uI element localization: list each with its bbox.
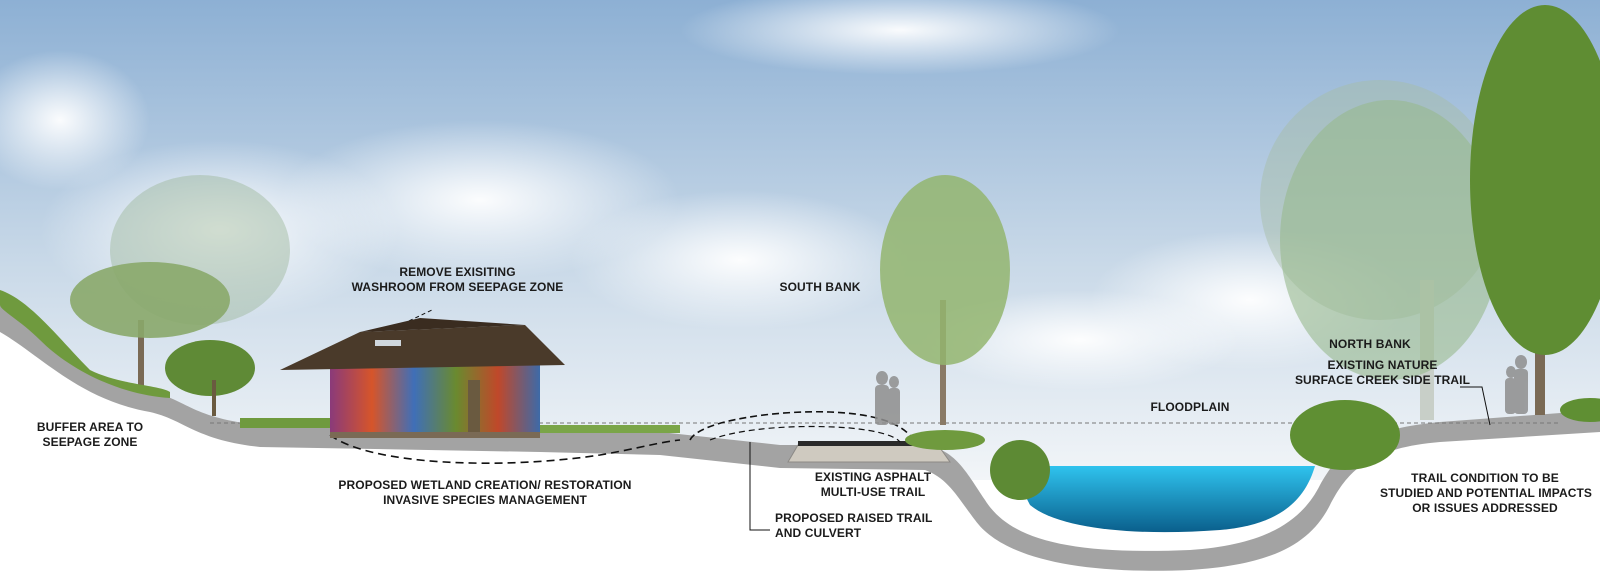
label-south-bank: SOUTH BANK bbox=[770, 280, 870, 295]
asphalt-trail-surface bbox=[798, 441, 938, 446]
wetland-dashed-outline bbox=[329, 434, 681, 464]
people-north-bank bbox=[1505, 355, 1528, 414]
remove-washroom-line1: REMOVE EXISITING bbox=[399, 265, 516, 279]
label-trail-condition: TRAIL CONDITION TO BE STUDIED AND POTENT… bbox=[1380, 471, 1593, 516]
label-raised-trail: PROPOSED RAISED TRAIL AND CULVERT bbox=[775, 511, 945, 541]
raised-trail-dashed-inner bbox=[709, 425, 901, 443]
label-north-bank: NORTH BANK bbox=[1320, 337, 1420, 352]
asphalt-trail-line2: MULTI-USE TRAIL bbox=[820, 485, 926, 499]
raised-trail-line2: AND CULVERT bbox=[775, 526, 862, 540]
floodplain-text: FLOODPLAIN bbox=[1150, 400, 1230, 414]
trail-condition-line3: OR ISSUES ADDRESSED bbox=[1412, 501, 1558, 515]
buffer-area-line1: BUFFER AREA TO bbox=[36, 420, 144, 434]
south-bank-text: SOUTH BANK bbox=[779, 280, 861, 294]
label-existing-nature-trail: EXISTING NATURE SURFACE CREEK SIDE TRAIL bbox=[1290, 358, 1475, 388]
label-wetland: PROPOSED WETLAND CREATION/ RESTORATION I… bbox=[335, 478, 635, 508]
nature-trail-line2: SURFACE CREEK SIDE TRAIL bbox=[1294, 373, 1471, 387]
raised-trail-leader bbox=[749, 442, 770, 531]
trail-condition-line1: TRAIL CONDITION TO BE bbox=[1411, 471, 1559, 485]
wetland-line2: INVASIVE SPECIES MANAGEMENT bbox=[383, 493, 587, 507]
tree-north-bank-hazy bbox=[1280, 100, 1500, 420]
washroom-building bbox=[280, 318, 565, 438]
nature-trail-line1: EXISTING NATURE bbox=[1327, 358, 1438, 372]
asphalt-trail-line1: EXISTING ASPHALT bbox=[814, 470, 932, 484]
label-floodplain: FLOODPLAIN bbox=[1140, 400, 1240, 415]
nature-trail-leader bbox=[1460, 386, 1491, 426]
tree-left bbox=[70, 262, 255, 416]
buffer-area-line2: SEEPAGE ZONE bbox=[42, 435, 138, 449]
raised-trail-dashed-arch bbox=[689, 410, 916, 443]
tree-right-edge bbox=[1470, 5, 1600, 415]
remove-washroom-line2: WASHROOM FROM SEEPAGE ZONE bbox=[351, 280, 564, 294]
ground-fill-white bbox=[0, 332, 1600, 575]
label-asphalt-trail: EXISTING ASPHALT MULTI-USE TRAIL bbox=[808, 470, 938, 500]
north-bank-text: NORTH BANK bbox=[1329, 337, 1411, 351]
creek-water bbox=[1010, 466, 1315, 533]
vegetation bbox=[0, 290, 1600, 500]
label-remove-washroom: REMOVE EXISITING WASHROOM FROM SEEPAGE Z… bbox=[345, 265, 570, 295]
trail-condition-line2: STUDIED AND POTENTIAL IMPACTS bbox=[1380, 486, 1593, 500]
label-buffer-area: BUFFER AREA TO SEEPAGE ZONE bbox=[30, 420, 150, 450]
raised-trail-line1: PROPOSED RAISED TRAIL bbox=[775, 511, 933, 525]
wetland-line1: PROPOSED WETLAND CREATION/ RESTORATION bbox=[338, 478, 632, 492]
tree-south-bank bbox=[880, 175, 1010, 425]
people-south-bank bbox=[875, 371, 900, 425]
